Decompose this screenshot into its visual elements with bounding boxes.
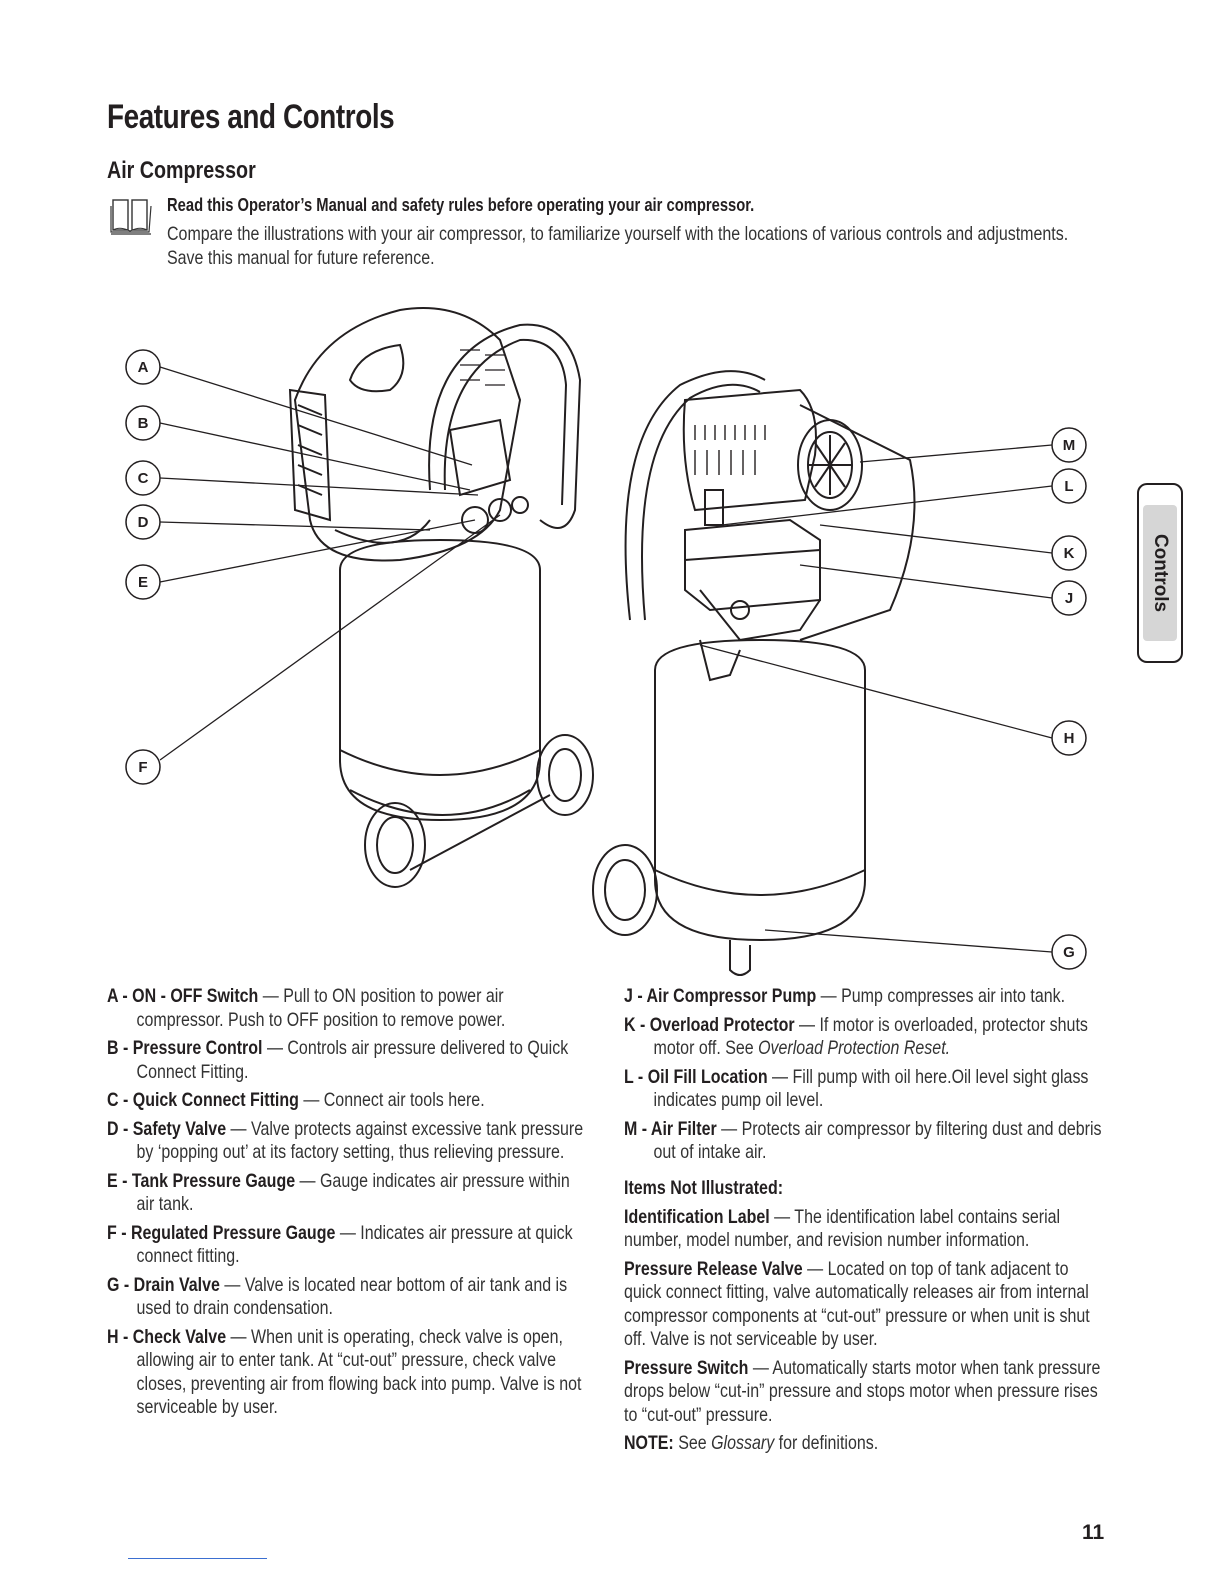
callout-a: [125, 349, 161, 385]
definition-g: G - Drain Valve — Valve is located near …: [107, 1273, 568, 1320]
callout-h: [1051, 720, 1087, 756]
compressor-diagram: A B C D E F G H J K L M: [125, 307, 1087, 976]
callout-l: [1051, 468, 1087, 504]
definition-c: C - Quick Connect Fitting — Connect air …: [107, 1089, 485, 1111]
manual-book-icon: [110, 199, 152, 235]
not-illustrated-pressure-switch: Pressure Switch — Automatically starts m…: [624, 1356, 1101, 1426]
definition-l: L - Oil Fill Location — Fill pump with o…: [624, 1065, 1089, 1112]
definition-k: K - Overload Protector — If motor is ove…: [624, 1013, 1088, 1060]
callout-leader-lines: [159, 366, 1053, 953]
callout-f: [125, 749, 161, 785]
callout-b-label: B: [138, 415, 149, 432]
callout-c-label: C: [138, 470, 149, 487]
glossary-note: NOTE: See Glossary for definitions.: [624, 1432, 879, 1454]
definition-b: B - Pressure Control — Controls air pres…: [107, 1037, 569, 1083]
definition-a: A - ON - OFF Switch — Pull to ON positio…: [107, 985, 506, 1031]
definition-h: H - Check Valve — When unit is operating…: [107, 1325, 582, 1419]
callout-b: [125, 405, 161, 441]
callout-j: [1051, 580, 1087, 616]
definition-m: M - Air Filter — Protects air compressor…: [624, 1117, 1102, 1164]
definitions-right-column: J - Air Compressor Pump — Pump compresse…: [624, 985, 1224, 1461]
section-title: Air Compressor: [107, 157, 256, 184]
callout-h-label: H: [1064, 730, 1075, 747]
callout-g: [1051, 934, 1087, 970]
not-illustrated-heading: Items Not Illustrated:: [624, 1176, 784, 1199]
callout-f-label: F: [138, 759, 147, 776]
callout-e-label: E: [138, 574, 148, 591]
callout-a-label: A: [138, 359, 149, 376]
intro-text: Compare the illustrations with your air …: [167, 223, 1069, 269]
callout-g-label: G: [1063, 944, 1075, 961]
callout-e: [125, 564, 161, 600]
controls-section-tab: Controls: [1137, 483, 1183, 663]
definition-f: F - Regulated Pressure Gauge — Indicates…: [107, 1221, 573, 1268]
not-illustrated-identification-label: Identification Label — The identificatio…: [624, 1205, 1061, 1252]
callout-l-label: L: [1064, 478, 1073, 495]
callout-j-label: J: [1065, 590, 1073, 607]
page-number: 11: [1082, 1521, 1105, 1544]
page-title: Features and Controls: [107, 98, 395, 136]
callout-d: [125, 504, 161, 540]
callout-m: [1051, 427, 1087, 463]
footer-rule: [128, 1558, 267, 1559]
not-illustrated-pressure-release-valve: Pressure Release Valve — Located on top …: [624, 1257, 1090, 1351]
definitions-left-column: A - ON - OFF Switch — Pull to ON positio…: [107, 985, 707, 1425]
intro-warning: Read this Operator’s Manual and safety r…: [167, 195, 755, 215]
callout-c: [125, 460, 161, 496]
right-compressor-illustration: [592, 370, 916, 976]
callout-m-label: M: [1063, 437, 1076, 454]
callout-k-label: K: [1064, 545, 1075, 562]
controls-tab-label: Controls: [1150, 533, 1171, 613]
callout-d-label: D: [138, 514, 149, 531]
definition-d: D - Safety Valve — Valve protects agains…: [107, 1117, 584, 1164]
left-compressor-illustration: [288, 307, 594, 888]
definition-j: J - Air Compressor Pump — Pump compresse…: [624, 985, 1066, 1007]
callout-k: [1051, 535, 1087, 571]
definition-e: E - Tank Pressure Gauge — Gauge indicate…: [107, 1169, 570, 1216]
